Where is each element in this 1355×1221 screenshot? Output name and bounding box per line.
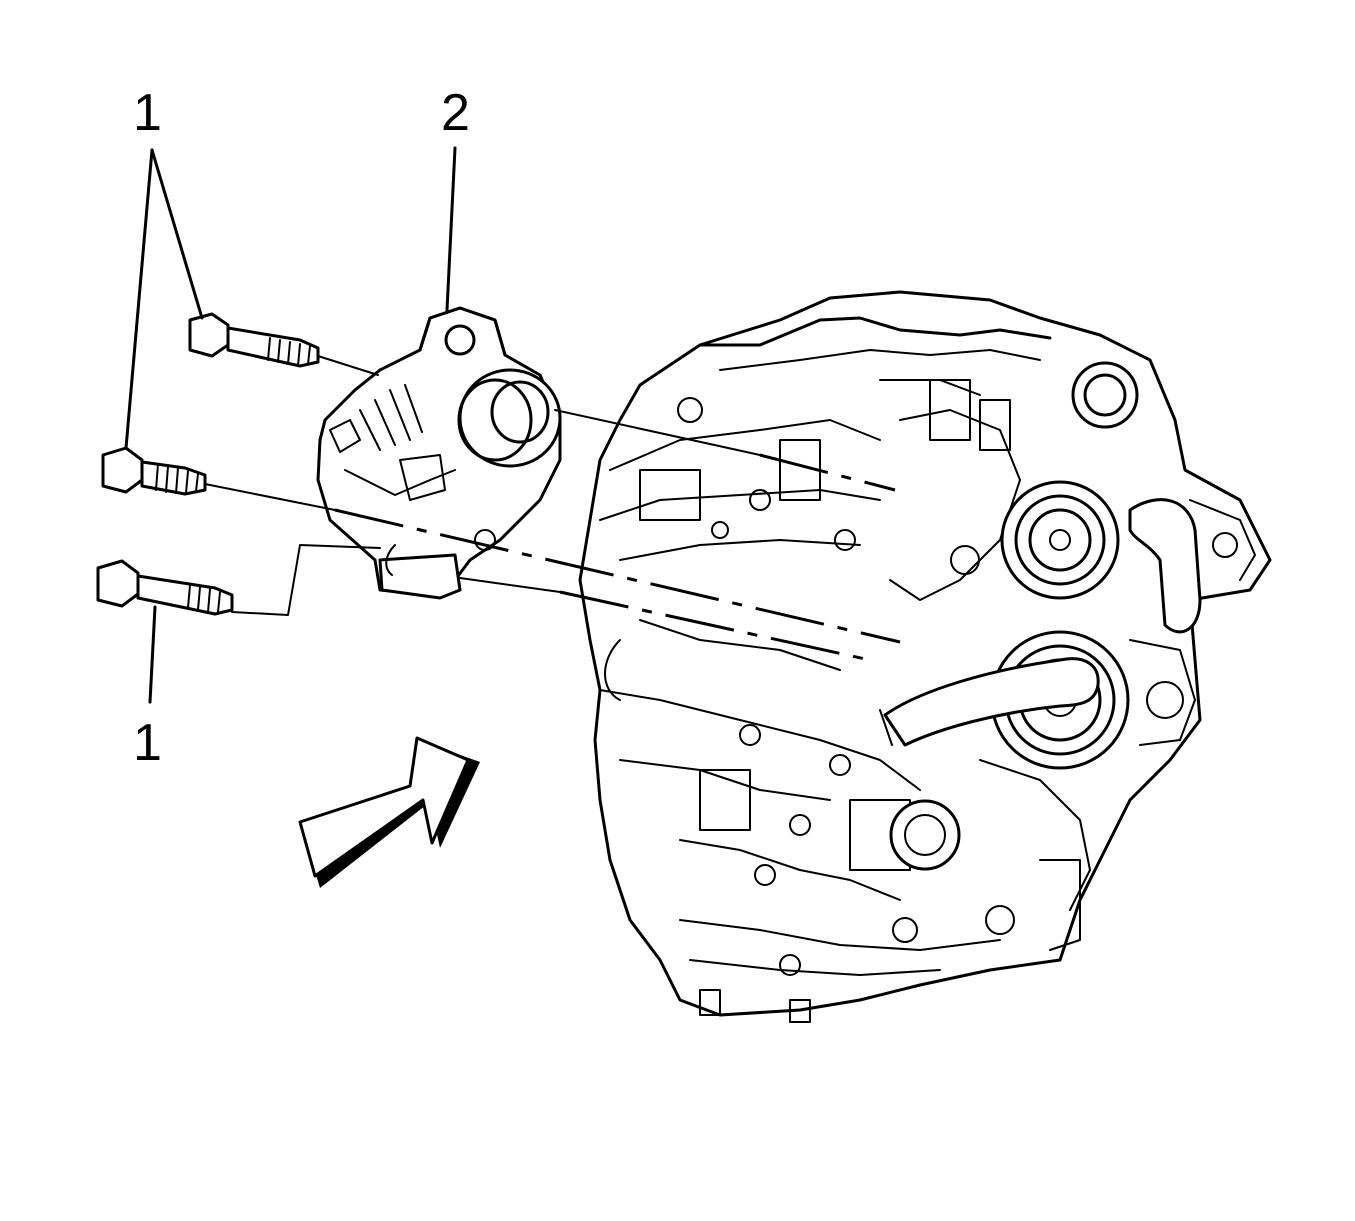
callout-label-2: 2 [441, 84, 470, 142]
callout-leaders [124, 146, 457, 704]
view-direction-arrow [298, 736, 480, 888]
engine-assembly [578, 290, 1272, 1023]
bolt-top [188, 312, 320, 368]
bolt-bottom [96, 559, 234, 616]
alignment-lines [204, 355, 901, 662]
callout-label-1-top: 1 [133, 84, 162, 142]
generator-alternator [316, 306, 562, 600]
bolt-middle [101, 446, 207, 496]
callout-label-1-bottom: 1 [133, 714, 162, 772]
